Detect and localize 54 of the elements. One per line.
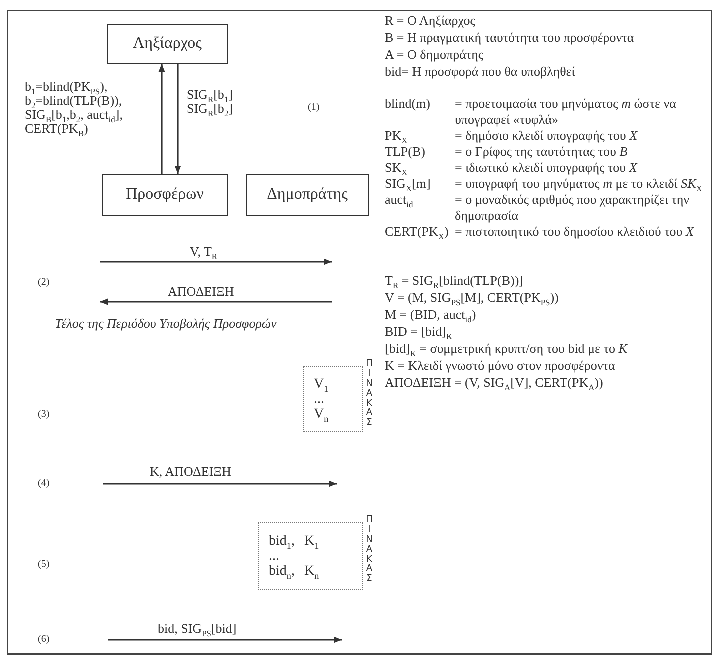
node-text: bid$_{n}$, K$_{n}$	[269, 564, 320, 578]
node-text: Προσφέρων	[126, 185, 204, 205]
phase-note: Τέλος της Περιόδου Υποβολής Προσφορών	[55, 316, 277, 331]
node-text: V$_{1}$	[314, 376, 329, 392]
table-box	[303, 366, 363, 432]
definition-text: = δημόσιο κλειδί υπογραφής του X	[455, 128, 639, 144]
node-text: Ληξίαρχος	[133, 34, 202, 54]
definition-text: = ο Γρίφος της ταυτότητας του B	[455, 144, 629, 160]
step-number: (1)	[308, 101, 320, 115]
message-label: bid, SIG$_{PS}$[bid]	[158, 621, 237, 636]
symbol-term: TLP(B)	[385, 144, 426, 160]
formula-text: K = Κλειδί γνωστό μόνο στον προσφέροντα	[385, 357, 616, 374]
legend-text: A = Ο δημοπράτης	[385, 46, 484, 63]
arrow	[174, 64, 182, 174]
step-number: (3)	[38, 408, 50, 422]
definition-text: = υπογραφή του μηνύματος m με το κλειδί SK$_{X}$	[455, 176, 704, 192]
symbol-term: CERT(PK$_{X}$)	[385, 224, 450, 240]
entity-box	[107, 24, 228, 64]
legend-text: R = Ο Ληξίαρχος	[385, 12, 476, 29]
formula-text: BID = [bid]$_{K}$	[385, 323, 453, 340]
formula-text: ΑΠΟΔΕΙΞΗ = (V, SIG$_{A}$[V], CERT(PK$_{A}$))	[385, 374, 604, 391]
symbol-term: SK$_{X}$	[385, 160, 409, 176]
legend-text: bid= Η προσφορά που θα υποβληθεί	[385, 63, 576, 80]
message-label: V, T$_{R}$	[190, 244, 218, 259]
step-number: (5)	[38, 558, 50, 572]
table-box	[258, 522, 363, 590]
step-number: (2)	[38, 276, 50, 290]
message-label: ΑΠΟΔΕΙΞΗ	[168, 284, 234, 299]
message-label: Κ, ΑΠΟΔΕΙΞΗ	[150, 464, 232, 479]
formula-text: T$_{R}$ = SIG$_{R}$[blind(TLP(B))]	[385, 272, 524, 289]
node-text: V$_{n}$	[314, 406, 329, 422]
formula-text: [bid]$_{K}$ = συμμετρική κρυπτ/ση του bid με το K	[385, 340, 628, 357]
entity-box	[102, 174, 228, 216]
symbol-term: blind(m)	[385, 96, 432, 112]
node-text: bid$_{1}$, K$_{1}$	[269, 534, 320, 548]
symbol-term: SIG$_{X}$[m]	[385, 176, 432, 192]
entity-box	[246, 174, 369, 216]
formula-text: M = (BID, auct$_{id}$)	[385, 306, 476, 323]
definition-text: = ιδιωτικό κλειδί υπογραφής του X	[455, 160, 639, 176]
legend-text: B = Η πραγματική ταυτότητα του προσφέροντα	[385, 29, 634, 46]
arrow	[158, 64, 166, 174]
formula-text: V = (M, SIG$_{PS}$[M], CERT(PK$_{PS}$))	[385, 289, 559, 306]
symbol-term: PK$_{X}$	[385, 128, 409, 144]
step-number: (6)	[38, 633, 50, 647]
definition-text: = ο μοναδικός αριθμός που χαρακτηρίζει την δημοπρασία	[455, 192, 691, 224]
node-text: Δημοπράτης	[267, 185, 348, 205]
node-text: ...	[314, 392, 324, 406]
definition-text: = προετοιμασία του μηνύματος m ώστε να υπογραφεί «τυφλά»	[455, 96, 678, 128]
node-text: ...	[269, 548, 280, 564]
vertical-caption: ΠΙΝΑΚΑΣ	[365, 360, 374, 430]
vertical-caption: ΠΙΝΑΚΑΣ	[365, 516, 374, 586]
step-number: (4)	[38, 477, 50, 491]
definition-text: = πιστοποιητικό του δημοσίου κλειδιού του X	[455, 224, 696, 240]
symbol-term: auct$_{id}$	[385, 192, 414, 208]
